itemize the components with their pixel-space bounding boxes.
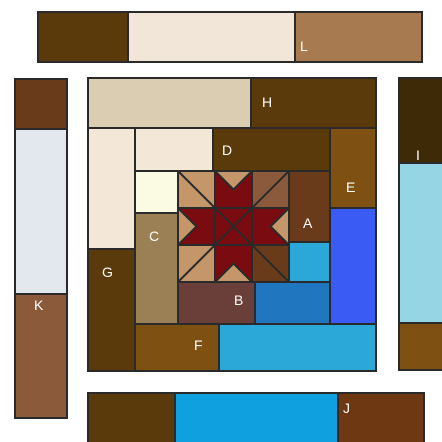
piece-C-light xyxy=(135,171,178,213)
strip-K-middle-block xyxy=(15,129,67,294)
strip-L: L xyxy=(38,12,422,62)
strip-I: I xyxy=(399,78,442,370)
strip-J-right-block xyxy=(338,393,424,442)
star-center xyxy=(178,171,289,282)
piece-F xyxy=(135,324,219,371)
strip-L-right-block xyxy=(295,12,422,62)
label-E: E xyxy=(346,179,355,195)
piece-A xyxy=(289,171,330,242)
strip-J-left-block xyxy=(88,393,175,442)
piece-G-light xyxy=(88,128,135,249)
strip-I-bottom-block xyxy=(399,323,442,370)
label-J: J xyxy=(343,400,350,416)
strip-K: K xyxy=(15,79,67,418)
label-G: G xyxy=(102,264,113,280)
strip-J-middle-block xyxy=(175,393,338,442)
piece-E xyxy=(330,128,376,208)
strip-K-top-block xyxy=(15,79,67,129)
piece-E-blue xyxy=(330,208,376,324)
strip-J: J xyxy=(88,393,424,442)
label-B: B xyxy=(234,292,243,308)
piece-B-blue xyxy=(255,282,330,324)
label-F: F xyxy=(194,337,203,353)
strip-I-top-block xyxy=(399,78,442,163)
label-A: A xyxy=(303,215,313,231)
piece-H-light xyxy=(88,78,251,128)
piece-F-blue xyxy=(219,324,376,371)
label-L: L xyxy=(300,38,308,54)
piece-B xyxy=(178,282,255,324)
label-C: C xyxy=(149,228,159,244)
label-H: H xyxy=(262,94,272,110)
piece-A-blue xyxy=(289,242,330,282)
central-block: H G D E C A B F xyxy=(88,78,376,371)
strip-L-middle-block xyxy=(128,12,295,62)
strip-L-left-block xyxy=(38,12,128,62)
piece-D-light xyxy=(135,128,213,171)
label-I: I xyxy=(416,147,420,163)
label-K: K xyxy=(34,297,44,313)
label-D: D xyxy=(222,142,232,158)
strip-I-middle-block xyxy=(399,163,442,323)
